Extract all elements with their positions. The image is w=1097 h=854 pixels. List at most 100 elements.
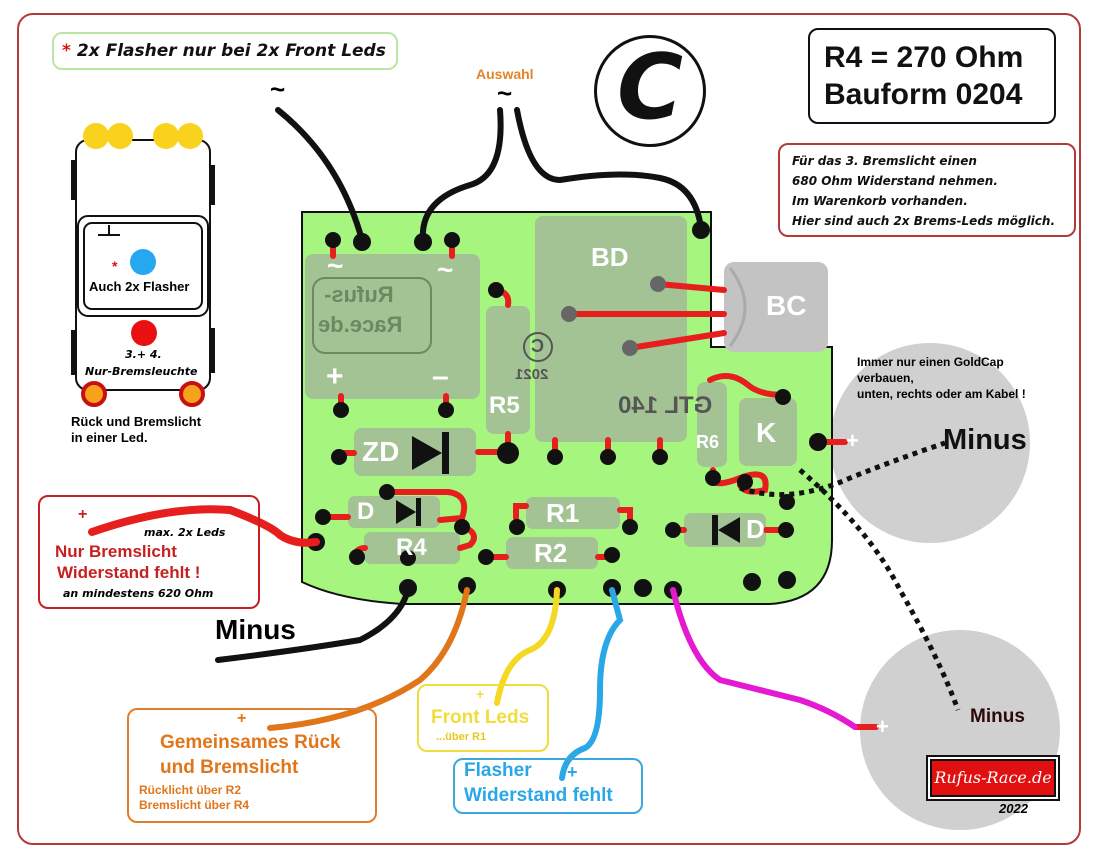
r5-label: R5: [489, 392, 520, 419]
minus-wire: [215, 587, 411, 663]
brake-only-wire: [88, 505, 320, 547]
goldcap-note-line: unten, rechts oder am Kabel !: [857, 387, 1026, 401]
car-diagram: [71, 123, 215, 407]
zd-label: ZD: [362, 436, 400, 467]
brake-only-sub: an mindestens 620 Ohm: [63, 587, 214, 600]
variant-badge: C: [594, 35, 706, 147]
goldcap-plus-wire: [670, 587, 858, 730]
common-light-wire: [267, 587, 470, 731]
ac-right-symbol: ~: [497, 78, 513, 108]
common-light-plus: +: [237, 710, 247, 727]
brand-outline: [312, 277, 432, 354]
rear-led-right: [179, 381, 205, 407]
ac-wires: [275, 107, 704, 243]
brake-only-note: max. 2x Leds: [144, 526, 226, 539]
goldcap-bottom-minus: Minus: [970, 706, 1025, 727]
brake-led: [131, 320, 157, 346]
rectifier-ac-left: ~: [327, 250, 344, 281]
r4-label: R4: [396, 534, 427, 561]
flasher-plus: +: [567, 762, 578, 782]
copyright-symbol: C: [531, 336, 544, 356]
brake-light-label-2: Nur-Bremsleuchte: [85, 365, 198, 378]
goldcap-note-line: Immer nur einen GoldCap: [857, 355, 1004, 369]
common-light-title-1: Gemeinsames Rück: [160, 732, 341, 753]
brake-only-box: [38, 495, 260, 609]
front-leds-plus: +: [476, 686, 485, 702]
bd-label: BD: [591, 242, 629, 272]
brake-only-plus: +: [78, 506, 88, 523]
flasher-led: [130, 249, 156, 275]
ac-left-symbol: ~: [270, 74, 286, 104]
auswahl-label: Auswahl: [476, 66, 534, 82]
r2-label: R2: [534, 538, 568, 568]
spec-box: R4 = 270 Ohm Bauform 0204: [808, 28, 1056, 124]
front-leds-box: [417, 684, 549, 752]
spec-line-2: Bauform 0204: [824, 78, 1023, 111]
asterisk-icon: *: [62, 41, 71, 61]
brake-note-line: Hier sind auch 2x Brems-Leds möglich.: [792, 214, 1056, 228]
common-light-sub-2: Bremslicht über R4: [139, 798, 250, 812]
copyright-year: 2021: [515, 366, 549, 383]
goldcap-right-plus: +: [846, 428, 859, 453]
minus-label: Minus: [215, 614, 296, 645]
common-light-title-2: und Bremslicht: [160, 757, 299, 778]
diagram-frame: [17, 13, 1081, 845]
r6-label: R6: [696, 432, 720, 452]
chip-marking: GTL 140: [618, 392, 713, 419]
common-light-box: [127, 708, 377, 823]
flasher-note: *2x Flasher nur bei 2x Front Leds: [52, 32, 398, 70]
k-label: K: [756, 417, 777, 448]
brake-only-title-1: Nur Bremslicht: [55, 542, 177, 561]
flasher-title-1: Flasher: [464, 760, 532, 781]
d-right-bar: [712, 515, 718, 545]
r4-body: [364, 532, 460, 564]
d-right-diode-symbol: [718, 517, 740, 543]
chip-pads: [561, 276, 666, 356]
goldcap-bottom-minus-line: [798, 468, 961, 711]
flasher-title-2: Widerstand fehlt: [464, 785, 613, 806]
goldcap-note: Immer nur einen GoldCap verbauen, unten,…: [857, 354, 1026, 402]
rectifier-body: [305, 254, 480, 399]
r1-body: [526, 497, 620, 529]
bc-label: BC: [766, 290, 807, 321]
rear-light-label-2: in einer Led.: [71, 430, 148, 445]
d-left-diode-symbol: [396, 500, 416, 524]
flasher-box: [453, 758, 643, 814]
brake-note: Für das 3. Bremslicht einen 680 Ohm Wide…: [778, 143, 1076, 237]
bc-outline: [728, 267, 747, 347]
rectifier-plus: +: [326, 360, 344, 393]
d-left-label: D: [357, 498, 375, 525]
bd-chip: [535, 216, 687, 442]
r1-label: R1: [546, 498, 580, 528]
r5-body: [486, 306, 530, 434]
goldcap-right-minus: Minus: [943, 424, 1027, 456]
zd-bar: [442, 432, 449, 474]
r6-body: [697, 382, 727, 467]
r2-body: [506, 537, 598, 569]
brake-note-line: Für das 3. Bremslicht einen: [792, 154, 977, 168]
brake-note-line: Im Warenkorb vorhanden.: [792, 194, 968, 208]
rectifier-ac-right: ~: [437, 254, 454, 285]
flasher-note-text: 2x Flasher nur bei 2x Front Leds: [76, 41, 386, 61]
k-body: [739, 398, 797, 466]
bc-transistor: [724, 262, 828, 352]
flasher-label: Auch 2x Flasher: [89, 279, 190, 294]
goldcap-right: [830, 343, 1030, 543]
brand-text-1: Rufus-: [324, 282, 394, 307]
brake-light-label-1: 3.+ 4.: [125, 348, 162, 361]
brake-only-title-2: Widerstand fehlt !: [57, 563, 201, 582]
asterisk-icon: *: [112, 258, 118, 274]
brand-text-2: Race.de: [318, 312, 403, 337]
rectifier-minus: –: [432, 360, 449, 393]
d-left-bar: [416, 498, 421, 526]
common-light-sub-1: Rücklicht über R2: [139, 783, 242, 797]
copyright-circle: [523, 332, 553, 362]
brake-note-line: 680 Ohm Widerstand nehmen.: [792, 174, 998, 188]
front-leds-title: Front Leds: [431, 707, 530, 728]
flasher-wire: [559, 587, 624, 781]
brand-logo: Rufus-Race.de: [930, 759, 1056, 797]
rear-led-left: [81, 381, 107, 407]
goldcap-bottom: [860, 630, 1060, 830]
goldcap-bottom-plus: +: [876, 714, 889, 739]
